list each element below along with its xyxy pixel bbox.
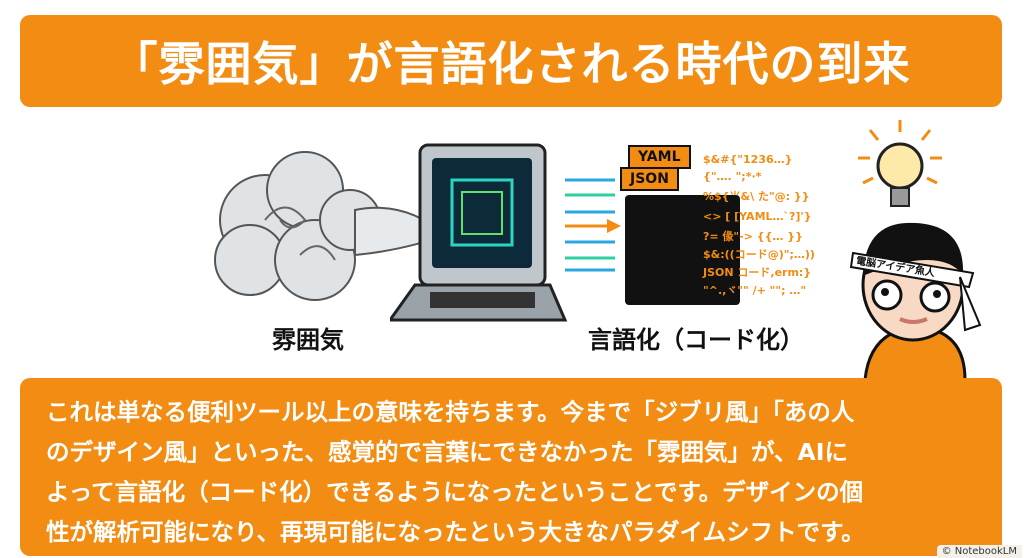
code-line: $&#{"1236…} xyxy=(703,153,793,166)
code-line: "^.,ヾ"" /+ ""; …" xyxy=(703,284,807,297)
avatar-illustration xyxy=(849,222,982,380)
description-line: よって言語化（コード化）できるようになったということです。デザインの個 xyxy=(46,478,864,506)
watermark: © NotebookLM xyxy=(936,545,1022,558)
description-line: 性が解析可能になり、再現可能になったという大きなパラダイムシフトです。 xyxy=(46,518,865,546)
description-line: のデザイン風」といった、感覚的で言葉にできなかった「雰囲気」が、AIに xyxy=(46,438,848,466)
yaml-tag: YAML xyxy=(628,145,691,169)
data-stream-arrows xyxy=(565,178,621,272)
description-line: これは単なる便利ツール以上の意味を持ちます。今まで「ジブリ風」「あの人 xyxy=(46,398,855,426)
code-line: ?= 㑰"-> {{… }} xyxy=(703,230,803,243)
fog-cloud-illustration xyxy=(214,151,447,301)
code-line: <> [ [YAML…`?]'} xyxy=(703,210,812,223)
slide-title: 「雰囲気」が言語化される時代の到来 xyxy=(111,37,911,91)
code-line: $&:((コード@)";…)) xyxy=(703,248,815,261)
code-line: {"…. ";*·* xyxy=(703,170,762,183)
computer-illustration xyxy=(390,143,568,322)
code-panel xyxy=(625,195,740,305)
json-tag: JSON xyxy=(620,167,679,191)
code-label: 言語化（コード化） xyxy=(588,326,804,354)
title-banner: 「雰囲気」が言語化される時代の到来 xyxy=(20,15,1002,107)
code-line: JSON コード,erm:} xyxy=(703,266,812,279)
description-box: これは単なる便利ツール以上の意味を持ちます。今まで「ジブリ風」「あの人 のデザイ… xyxy=(20,378,1002,556)
code-line: %${⺌&\ た"@: }} xyxy=(703,190,810,203)
fog-label: 雰囲気 xyxy=(272,326,344,354)
lightbulb-icon xyxy=(858,120,942,207)
